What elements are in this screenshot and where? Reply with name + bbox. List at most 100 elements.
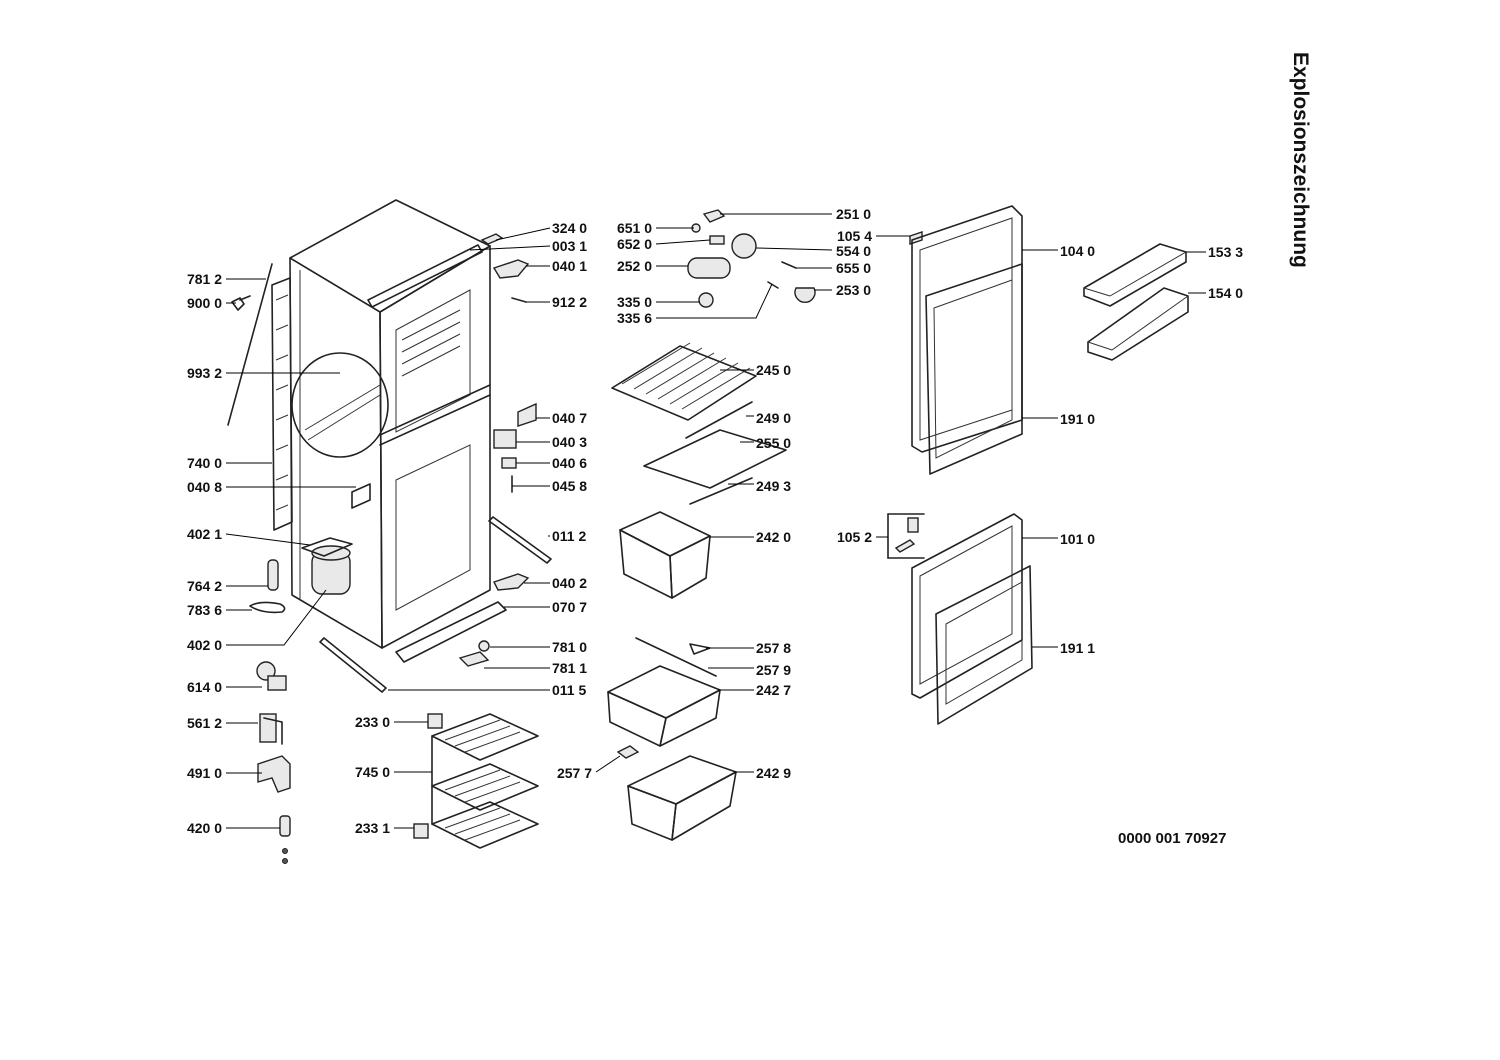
label-253-0: 253 0 [836,282,871,298]
rail-011-5-drawing [319,637,387,693]
relay-614-drawing [256,661,287,691]
label-040-1: 040 1 [552,258,587,274]
label-900-0: 900 0 [187,295,222,311]
label-249-3: 249 3 [756,478,791,494]
label-011-2: 011 2 [552,528,586,544]
label-003-1: 003 1 [552,238,587,254]
label-242-7: 242 7 [756,682,791,698]
label-040-2: 040 2 [552,575,587,591]
label-105-2: 105 2 [837,529,872,545]
label-655-0: 655 0 [836,260,871,276]
bracket-040-7-drawing [517,402,537,427]
condenser-drawing [271,277,293,531]
hinge-324-drawing [480,233,504,245]
glass-plate-drawing [643,429,787,489]
label-257-8: 257 8 [756,640,791,656]
label-781-1: 781 1 [552,660,587,676]
profile-249-0-drawing [685,401,753,439]
capacitor-420-drawing [279,815,291,864]
label-783-6: 783 6 [187,602,222,618]
label-045-8: 045 8 [552,478,587,494]
knob-251-drawing [702,209,726,223]
strip-257-9-drawing [635,637,717,677]
evaporator-detail-drawing [291,352,389,458]
bulb-335-drawing [698,292,714,308]
label-491-0: 491 0 [187,765,222,781]
label-191-0: 191 0 [1060,411,1095,427]
label-154-0: 154 0 [1208,285,1243,301]
clip-drawing [231,295,251,311]
tube-drawing [249,601,286,614]
wire-basket-drawing [431,713,539,849]
crisper-242-7-drawing [607,665,721,747]
part-781-1-drawing [458,651,490,667]
crisper-242-9-drawing [627,755,737,841]
lower-door-drawing [911,513,1033,725]
label-040-8: 040 8 [187,479,222,495]
foot-781-0-drawing [478,640,490,652]
label-324-0: 324 0 [552,220,587,236]
drawing-number: 0000 001 70927 [1118,830,1226,847]
spring-335-6-drawing [767,281,779,289]
label-554-0: 554 0 [836,243,871,259]
screw-912-drawing [511,297,527,303]
thermostat-554-drawing [731,233,757,259]
page-title: Explosionszeichnung [1289,52,1312,268]
hinge-040-3-drawing [493,429,517,449]
hinge-105-2-drawing [887,513,925,559]
label-252-0: 252 0 [617,258,652,274]
label-191-1: 191 1 [1060,640,1095,656]
label-255-0: 255 0 [756,435,791,451]
label-011-5: 011 5 [552,682,586,698]
label-257-7: 257 7 [557,765,592,781]
label-040-6: 040 6 [552,455,587,471]
label-101-0: 101 0 [1060,531,1095,547]
label-402-0: 402 0 [187,637,222,653]
label-745-0: 745 0 [355,764,390,780]
label-420-0: 420 0 [187,820,222,836]
door-bin-154-drawing [1087,287,1189,361]
label-912-2: 912 2 [552,294,587,310]
part-561-drawing [259,713,283,745]
rod-drawing [227,263,273,426]
part-labels: 781 2 900 0 993 2 740 0 040 8 402 1 764 … [187,206,1243,836]
base-plate-drawing [395,601,507,663]
bracket-040-8-drawing [351,483,371,509]
box-242-0-drawing [619,511,711,599]
filter-drier-drawing [267,559,279,591]
compressor-drawing [301,537,353,595]
label-245-0: 245 0 [756,362,791,378]
label-561-2: 561 2 [187,715,222,731]
label-764-2: 764 2 [187,578,222,594]
label-242-9: 242 9 [756,765,791,781]
part-652-drawing [709,235,725,245]
label-251-0: 251 0 [836,206,871,222]
part-257-7-drawing [616,745,640,759]
cabinet-body-drawing [289,199,491,649]
label-781-2: 781 2 [187,271,222,287]
lamp-housing-252-drawing [687,257,731,279]
clip-233-1-drawing [413,823,429,839]
hinge-040-1-drawing [492,259,530,279]
label-070-7: 070 7 [552,599,587,615]
label-335-6: 335 6 [617,310,652,326]
label-652-0: 652 0 [617,236,652,252]
rail-011-2-drawing [488,516,552,564]
door-bin-153-drawing [1083,243,1187,307]
leader-lines [225,213,1206,829]
label-740-0: 740 0 [187,455,222,471]
clip-233-0-drawing [427,713,443,729]
label-040-7: 040 7 [552,410,587,426]
label-104-0: 104 0 [1060,243,1095,259]
part-040-6-drawing [501,457,517,469]
label-040-3: 040 3 [552,434,587,450]
upper-door-drawing [911,205,1023,475]
label-257-9: 257 9 [756,662,791,678]
cover-491-drawing [257,755,291,793]
label-651-0: 651 0 [617,220,652,236]
wire-shelf-drawing [611,342,757,421]
knob-253-drawing [794,287,816,304]
label-242-0: 242 0 [756,529,791,545]
parts-artwork [227,199,1189,864]
